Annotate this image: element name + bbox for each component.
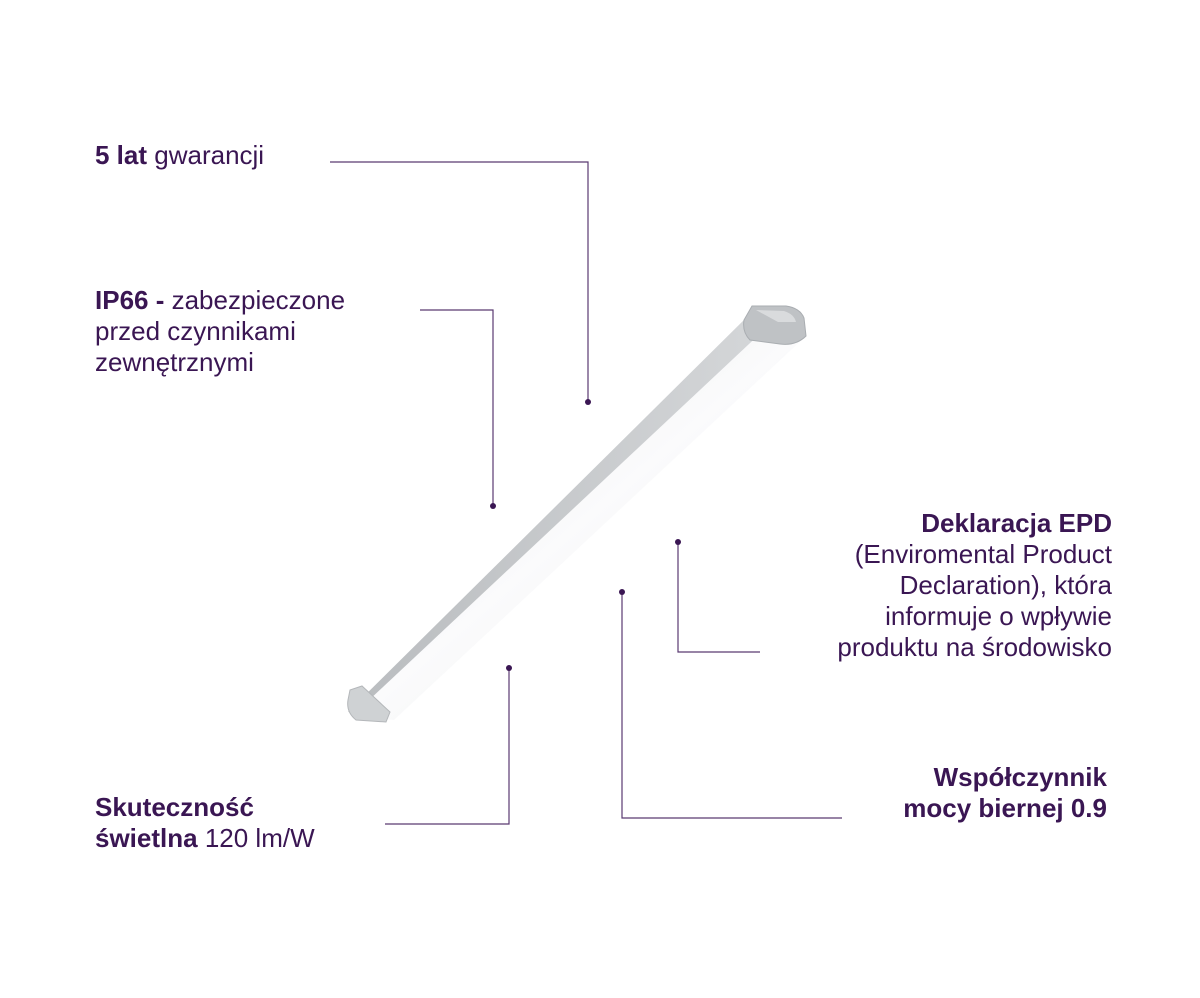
- ip66-callout: IP66 - zabezpieczone przed czynnikami ze…: [95, 285, 345, 378]
- power-factor-line2: mocy biernej 0.9: [903, 793, 1107, 823]
- efficacy-callout: Skuteczność świetlna 120 lm/W: [95, 792, 315, 854]
- power-factor-line1: Współczynnik: [933, 762, 1107, 792]
- efficacy-anchor-dot: [506, 665, 512, 671]
- lamp-diffuser: [352, 330, 806, 720]
- epd-text-line2: Declaration), która: [899, 570, 1112, 600]
- efficacy-leader-line: [385, 668, 510, 825]
- epd-text-line1: (Enviromental Product: [854, 539, 1112, 569]
- ip66-text-line2: przed czynnikami: [95, 316, 296, 346]
- epd-callout: Deklaracja EPD (Enviromental Product Dec…: [837, 508, 1112, 663]
- power-factor-leader-line: [621, 592, 842, 819]
- epd-title: Deklaracja EPD: [921, 508, 1112, 538]
- epd-text-line3: informuje o wpływie: [885, 601, 1112, 631]
- epd-leader-line: [677, 542, 760, 653]
- lamp-end-cap-bottom: [347, 685, 391, 723]
- warranty-text: gwarancji: [147, 140, 265, 170]
- warranty-bold: 5 lat: [95, 140, 148, 170]
- ip66-leader-line: [420, 309, 494, 506]
- power-factor-anchor-dot: [619, 589, 625, 595]
- ip66-text-line3: zewnętrznymi: [95, 347, 254, 377]
- epd-text-line4: produktu na środowisko: [837, 632, 1112, 662]
- epd-anchor-dot: [675, 539, 681, 545]
- efficacy-bold-line2: świetlna: [95, 823, 198, 853]
- warranty-anchor-dot: [585, 399, 591, 405]
- efficacy-value: 120 lm/W: [197, 823, 315, 853]
- ip66-anchor-dot: [490, 503, 496, 509]
- power-factor-callout: Współczynnik mocy biernej 0.9: [903, 762, 1107, 824]
- efficacy-bold-line1: Skuteczność: [95, 792, 254, 822]
- warranty-callout: 5 lat gwarancji: [95, 140, 264, 171]
- warranty-leader-line: [330, 161, 589, 402]
- ip66-bold: IP66 -: [95, 285, 165, 315]
- ip66-text-line1: zabezpieczone: [164, 285, 346, 315]
